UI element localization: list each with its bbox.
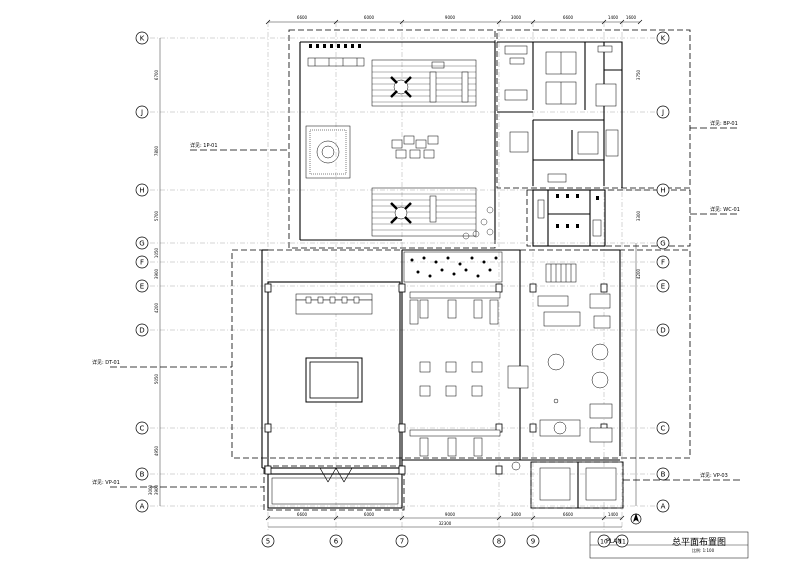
row-label-left: K (140, 35, 145, 43)
col-label: 10 (600, 539, 608, 546)
dim-text: 1050 (154, 247, 159, 258)
dim-text: 1600 (626, 15, 637, 20)
planter-hatch (403, 251, 503, 283)
col-label: 9 (531, 538, 535, 546)
dim-text: 1400 (608, 512, 619, 517)
office-furniture (504, 45, 619, 183)
row-label-right: A (661, 503, 666, 511)
scale-label: 比例: 1:100 (692, 548, 715, 553)
dim-text: 3000 (511, 15, 522, 20)
dim-text: 3900 (154, 484, 159, 495)
dimension-lines (159, 19, 643, 528)
row-label-right: E (661, 283, 665, 291)
dim-text: 4950 (154, 445, 159, 456)
sheet-title: 总平面布置图 (672, 538, 727, 548)
row-label-left: A (140, 503, 145, 511)
dim-text: 3000 (511, 512, 522, 517)
col-label: 7 (400, 538, 404, 546)
dim-text: 1400 (608, 15, 619, 20)
dim-text: 3750 (636, 69, 641, 80)
callout-bp: 详见: BP-01 (710, 120, 738, 127)
row-label-left: E (140, 283, 144, 291)
dim-text: 6700 (154, 69, 159, 80)
dim-text: 6600 (297, 512, 308, 517)
row-label-left: D (139, 327, 144, 335)
row-label-right: G (660, 240, 665, 248)
callout-leaders (110, 127, 740, 488)
dim-text: 5050 (154, 373, 159, 384)
dim-text: 3900 (154, 268, 159, 279)
dim-text: 4200 (636, 268, 641, 279)
row-label-left: C (140, 425, 145, 433)
upper-left-furniture (305, 44, 494, 240)
dim-text: 6000 (364, 512, 375, 517)
dim-text: 4200 (154, 302, 159, 313)
callout-vp03: 详见: VP-03 (700, 472, 728, 479)
row-label-right: F (661, 259, 665, 267)
dim-text: 6600 (563, 15, 574, 20)
callout-1p: 详见: 1P-01 (190, 142, 218, 149)
row-label-left: J (140, 109, 143, 117)
row-label-right: C (661, 425, 666, 433)
row-label-left: B (140, 471, 145, 479)
row-label-right: H (660, 187, 665, 195)
callout-wc: 详见: WC-01 (710, 206, 740, 213)
dim-text: 6600 (297, 15, 308, 20)
callout-vp01: 详见: VP-01 (92, 479, 120, 486)
dim-text: 7800 (154, 145, 159, 156)
col-label: 11 (618, 539, 626, 546)
row-label-left: G (139, 240, 144, 248)
dim-text: 3300 (636, 210, 641, 221)
callout-dt: 详见: DT-01 (92, 359, 120, 366)
dim-total: 32300 (439, 521, 452, 526)
row-label-right: K (661, 35, 666, 43)
col-label: 6 (334, 538, 339, 546)
main-hall-furniture (295, 263, 617, 501)
wc-fixtures (537, 194, 602, 237)
row-label-right: B (661, 471, 666, 479)
dim-text: 9000 (445, 512, 456, 517)
col-label: 8 (497, 538, 501, 546)
dim-text: 5700 (154, 210, 159, 221)
row-label-left: F (140, 259, 144, 267)
dim-text: 3000 (148, 484, 153, 495)
dim-text: 6600 (563, 512, 574, 517)
row-label-right: D (660, 327, 665, 335)
dim-text: 9000 (445, 15, 456, 20)
col-label: 5 (266, 538, 270, 546)
dim-text: 6000 (364, 15, 375, 20)
plan-label: PLAN (606, 538, 622, 545)
row-label-left: H (139, 187, 144, 195)
row-label-right: J (661, 109, 664, 117)
